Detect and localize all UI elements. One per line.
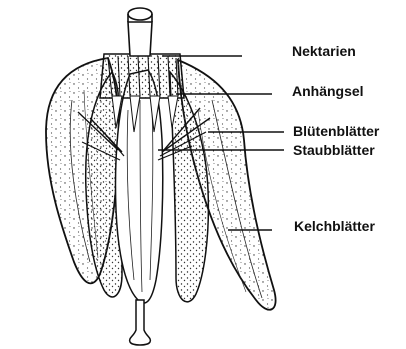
label-bluetenblaetter: Blütenblätter xyxy=(293,123,379,139)
label-staubblaetter: Staubblätter xyxy=(293,142,375,158)
pistil xyxy=(130,300,151,345)
label-kelchblaetter: Kelchblätter xyxy=(294,218,375,234)
label-nektarien: Nektarien xyxy=(292,43,356,59)
label-anhaengsel: Anhängsel xyxy=(292,83,364,99)
style-top xyxy=(128,8,152,56)
